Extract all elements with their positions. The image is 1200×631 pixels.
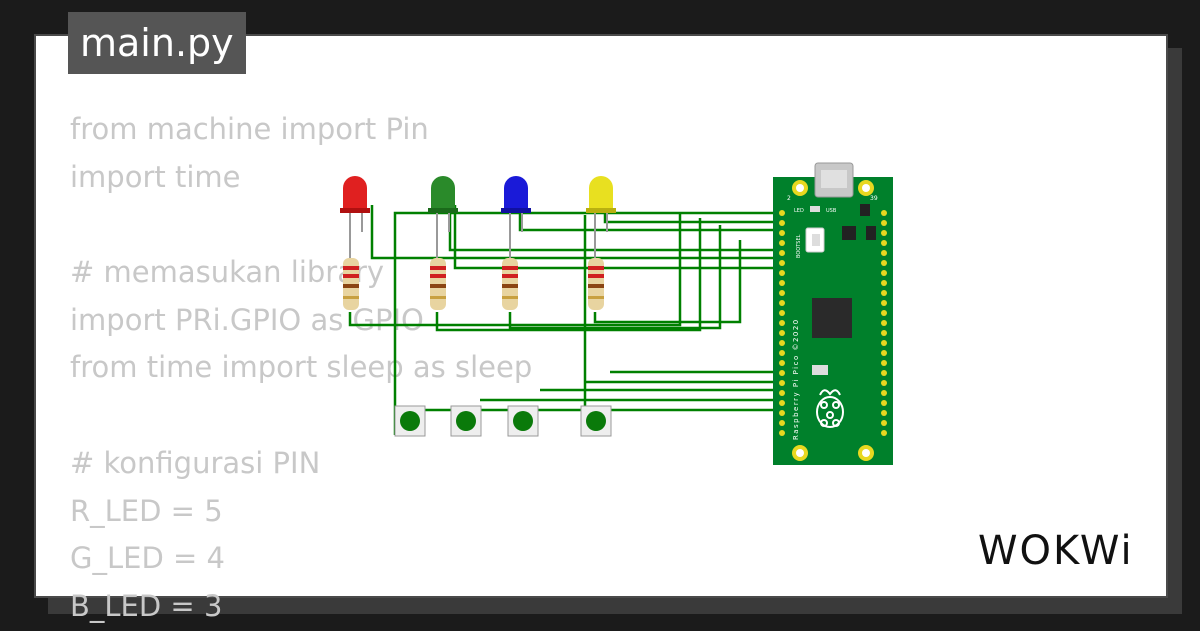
- bootsel-label: BOOTSEL: [796, 234, 802, 258]
- code-line: import time: [70, 159, 241, 194]
- wokwi-logo: WOKWi: [978, 528, 1134, 574]
- resistor[interactable]: [502, 258, 518, 310]
- code-preview: from machine import Pin import time # me…: [70, 106, 532, 631]
- led-label: LED: [794, 208, 804, 214]
- code-line: from machine import Pin: [70, 112, 429, 146]
- code-line: from time import sleep as sleep: [70, 350, 533, 385]
- push-button[interactable]: [450, 405, 482, 437]
- blue-led[interactable]: [501, 176, 531, 258]
- pin-label-right: 39: [870, 195, 878, 202]
- push-button[interactable]: [394, 405, 426, 437]
- wire: [593, 240, 742, 324]
- green-led[interactable]: [428, 176, 458, 258]
- pin-label-left: 2: [787, 195, 791, 202]
- wire: [370, 205, 779, 260]
- raspberry-logo: [816, 389, 844, 428]
- board-name: Raspberry Pi Pico ©2020: [792, 318, 800, 440]
- resistor[interactable]: [588, 258, 604, 310]
- code-line: import PRi.GPIO as GPIO: [70, 302, 424, 337]
- pin-header-right: [881, 210, 887, 436]
- rp2040-chip: [812, 298, 852, 338]
- wires: [348, 205, 779, 435]
- resistor[interactable]: [343, 258, 359, 310]
- chip: [842, 226, 856, 240]
- pico-board[interactable]: 2 39 LED USB BOOTSEL Raspberry Pi Pico ©…: [773, 162, 893, 465]
- resistor[interactable]: [430, 258, 446, 310]
- code-line: R_LED = 5: [70, 493, 223, 528]
- wire: [518, 212, 779, 232]
- code-line: # memasukan library: [70, 255, 385, 290]
- code-line: G_LED = 4: [70, 541, 225, 576]
- usb-label: USB: [826, 208, 837, 214]
- preview-card: from machine import Pin import time # me…: [34, 34, 1168, 623]
- file-tab[interactable]: main.py: [68, 12, 246, 74]
- push-button[interactable]: [580, 405, 612, 437]
- push-button[interactable]: [507, 405, 539, 437]
- wire: [393, 211, 779, 435]
- yellow-led[interactable]: [586, 176, 616, 258]
- wire: [508, 225, 722, 330]
- wire: [435, 218, 702, 332]
- pin-header-left: [779, 210, 785, 436]
- wire: [453, 205, 779, 270]
- wire: [603, 212, 779, 224]
- wire: [348, 213, 682, 327]
- red-led[interactable]: [340, 176, 370, 258]
- led-indicator: [810, 206, 820, 212]
- code-line: B_LED = 3: [70, 588, 223, 623]
- code-line: # konfigurasi PIN: [70, 445, 321, 480]
